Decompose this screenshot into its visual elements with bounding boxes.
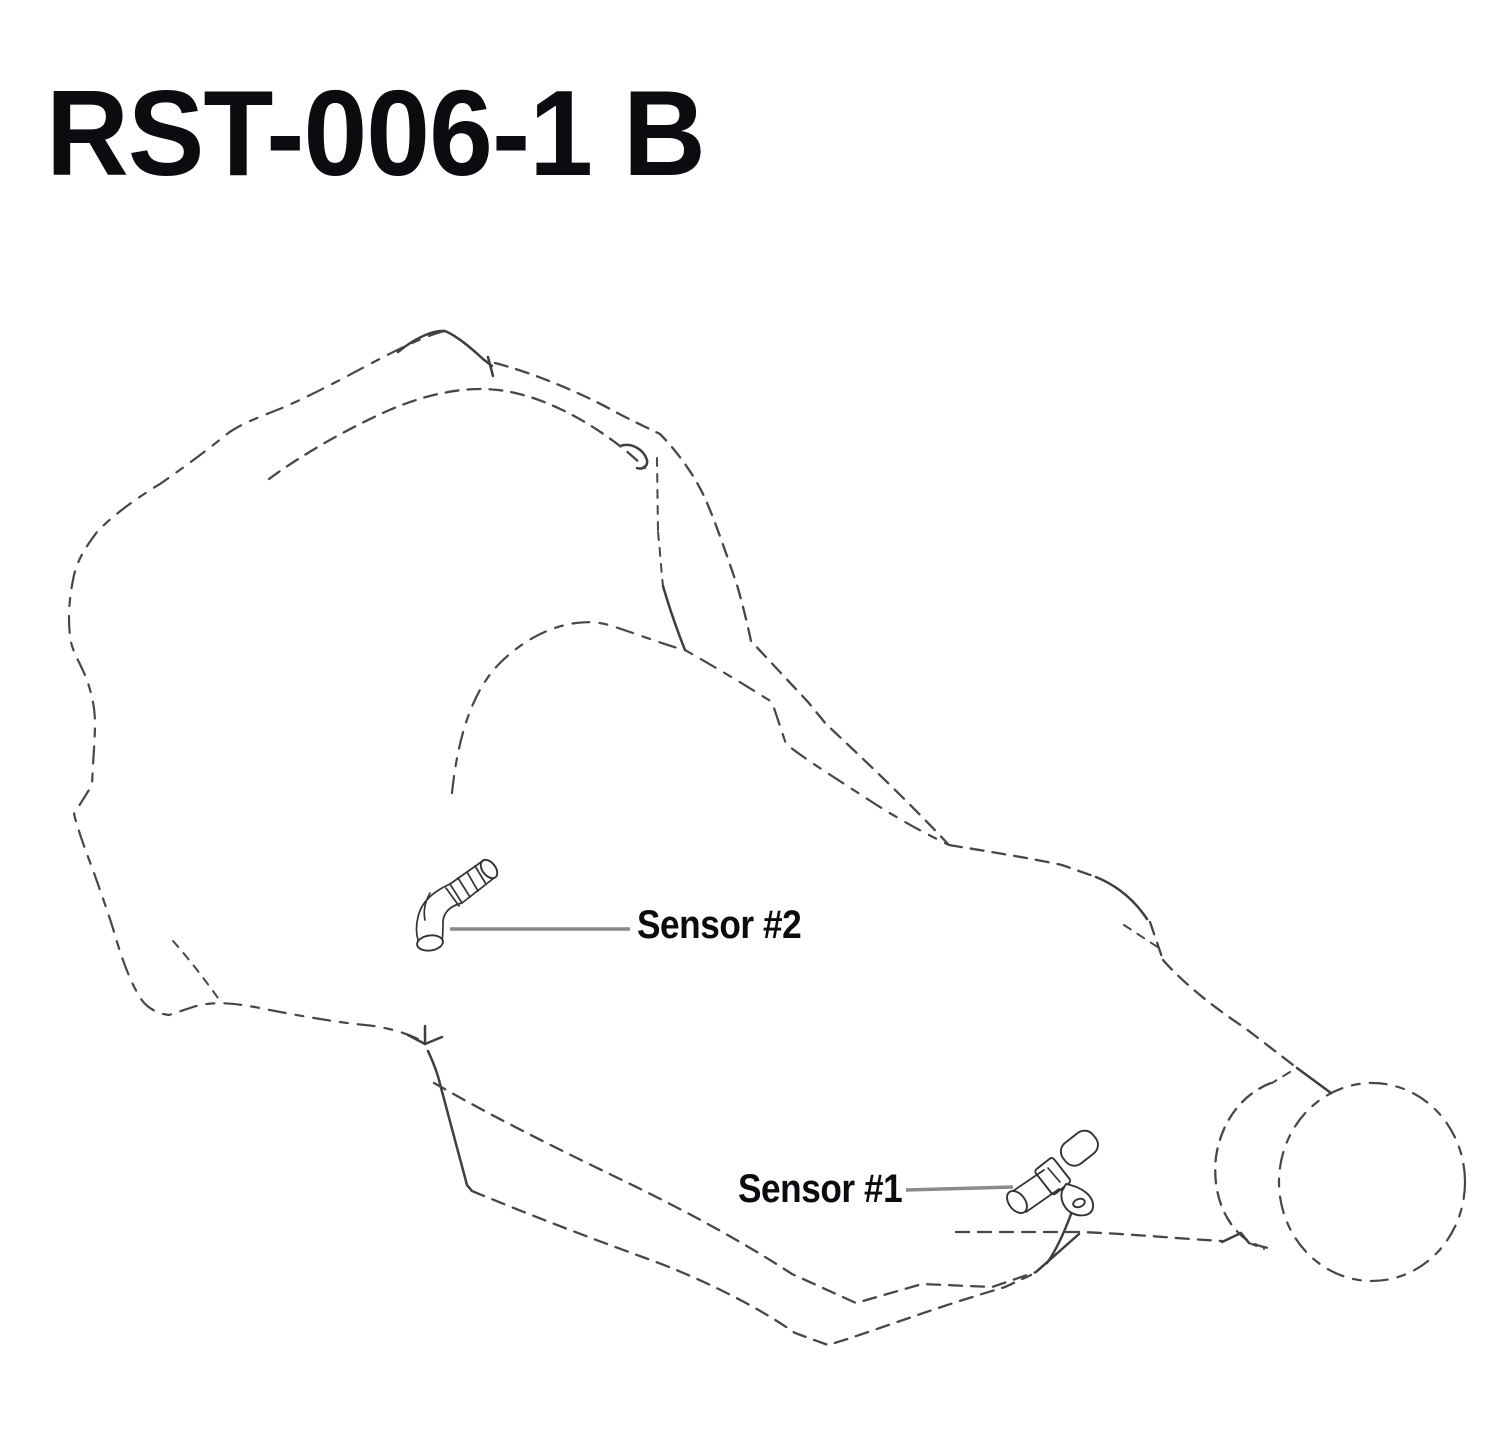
sensor-1-label: Sensor #1: [738, 1167, 903, 1211]
sensor-1-mount-hole: [1072, 1197, 1086, 1209]
lower-left-crease: [172, 940, 219, 999]
top-right-edge: [493, 361, 950, 846]
tab-hook: [618, 443, 649, 470]
sensor-2-foot: [416, 934, 444, 952]
pan-upper-rise: [1034, 1232, 1081, 1274]
pan-lower-edge: [470, 1189, 1033, 1347]
tail-diagonal: [1161, 958, 1299, 1070]
tail-bottom-join: [1248, 1242, 1265, 1250]
apex-ridge: [396, 329, 494, 368]
sensor-2-tip: [479, 858, 499, 880]
sensor-1-drawing: [1006, 1129, 1099, 1217]
sensor-1-connector: [1059, 1129, 1099, 1167]
bell-inner-rim: [267, 387, 647, 481]
tail-bottom-arrow: [1220, 1231, 1251, 1245]
output-shaft-circle: [1277, 1081, 1467, 1283]
tail-fork-upper: [1295, 1066, 1333, 1095]
apex-tick: [486, 355, 495, 378]
tail-housing-arc: [1214, 1081, 1273, 1250]
tail-fork-lower: [1271, 1071, 1291, 1084]
pan-upper-edge: [432, 1081, 1038, 1305]
sensor-1-collar: [1034, 1157, 1072, 1196]
tail-flange-solid: [1094, 875, 1149, 921]
y-junction: [406, 1024, 474, 1193]
tail-top-edge: [947, 843, 1098, 879]
sensor-1-leader-line: [905, 1185, 1014, 1192]
case-dome: [450, 621, 951, 847]
tail-neck: [1148, 920, 1165, 962]
sensor-2-label: Sensor #2: [637, 903, 802, 947]
sensor1-mount-curve: [1045, 1212, 1073, 1265]
tab-edge: [656, 457, 659, 533]
sensor-2-drawing: [415, 858, 499, 952]
transmission-outline: [67, 329, 1467, 1347]
page-title: RST-006-1 B: [46, 65, 706, 201]
tail-flange-double: [1123, 924, 1160, 949]
crease-solid: [661, 584, 687, 652]
bell-housing-outline: [67, 329, 447, 1043]
tail-bottom-row: [954, 1230, 1224, 1243]
crease-dashed: [657, 531, 664, 587]
sensor-1-face: [1006, 1190, 1028, 1214]
